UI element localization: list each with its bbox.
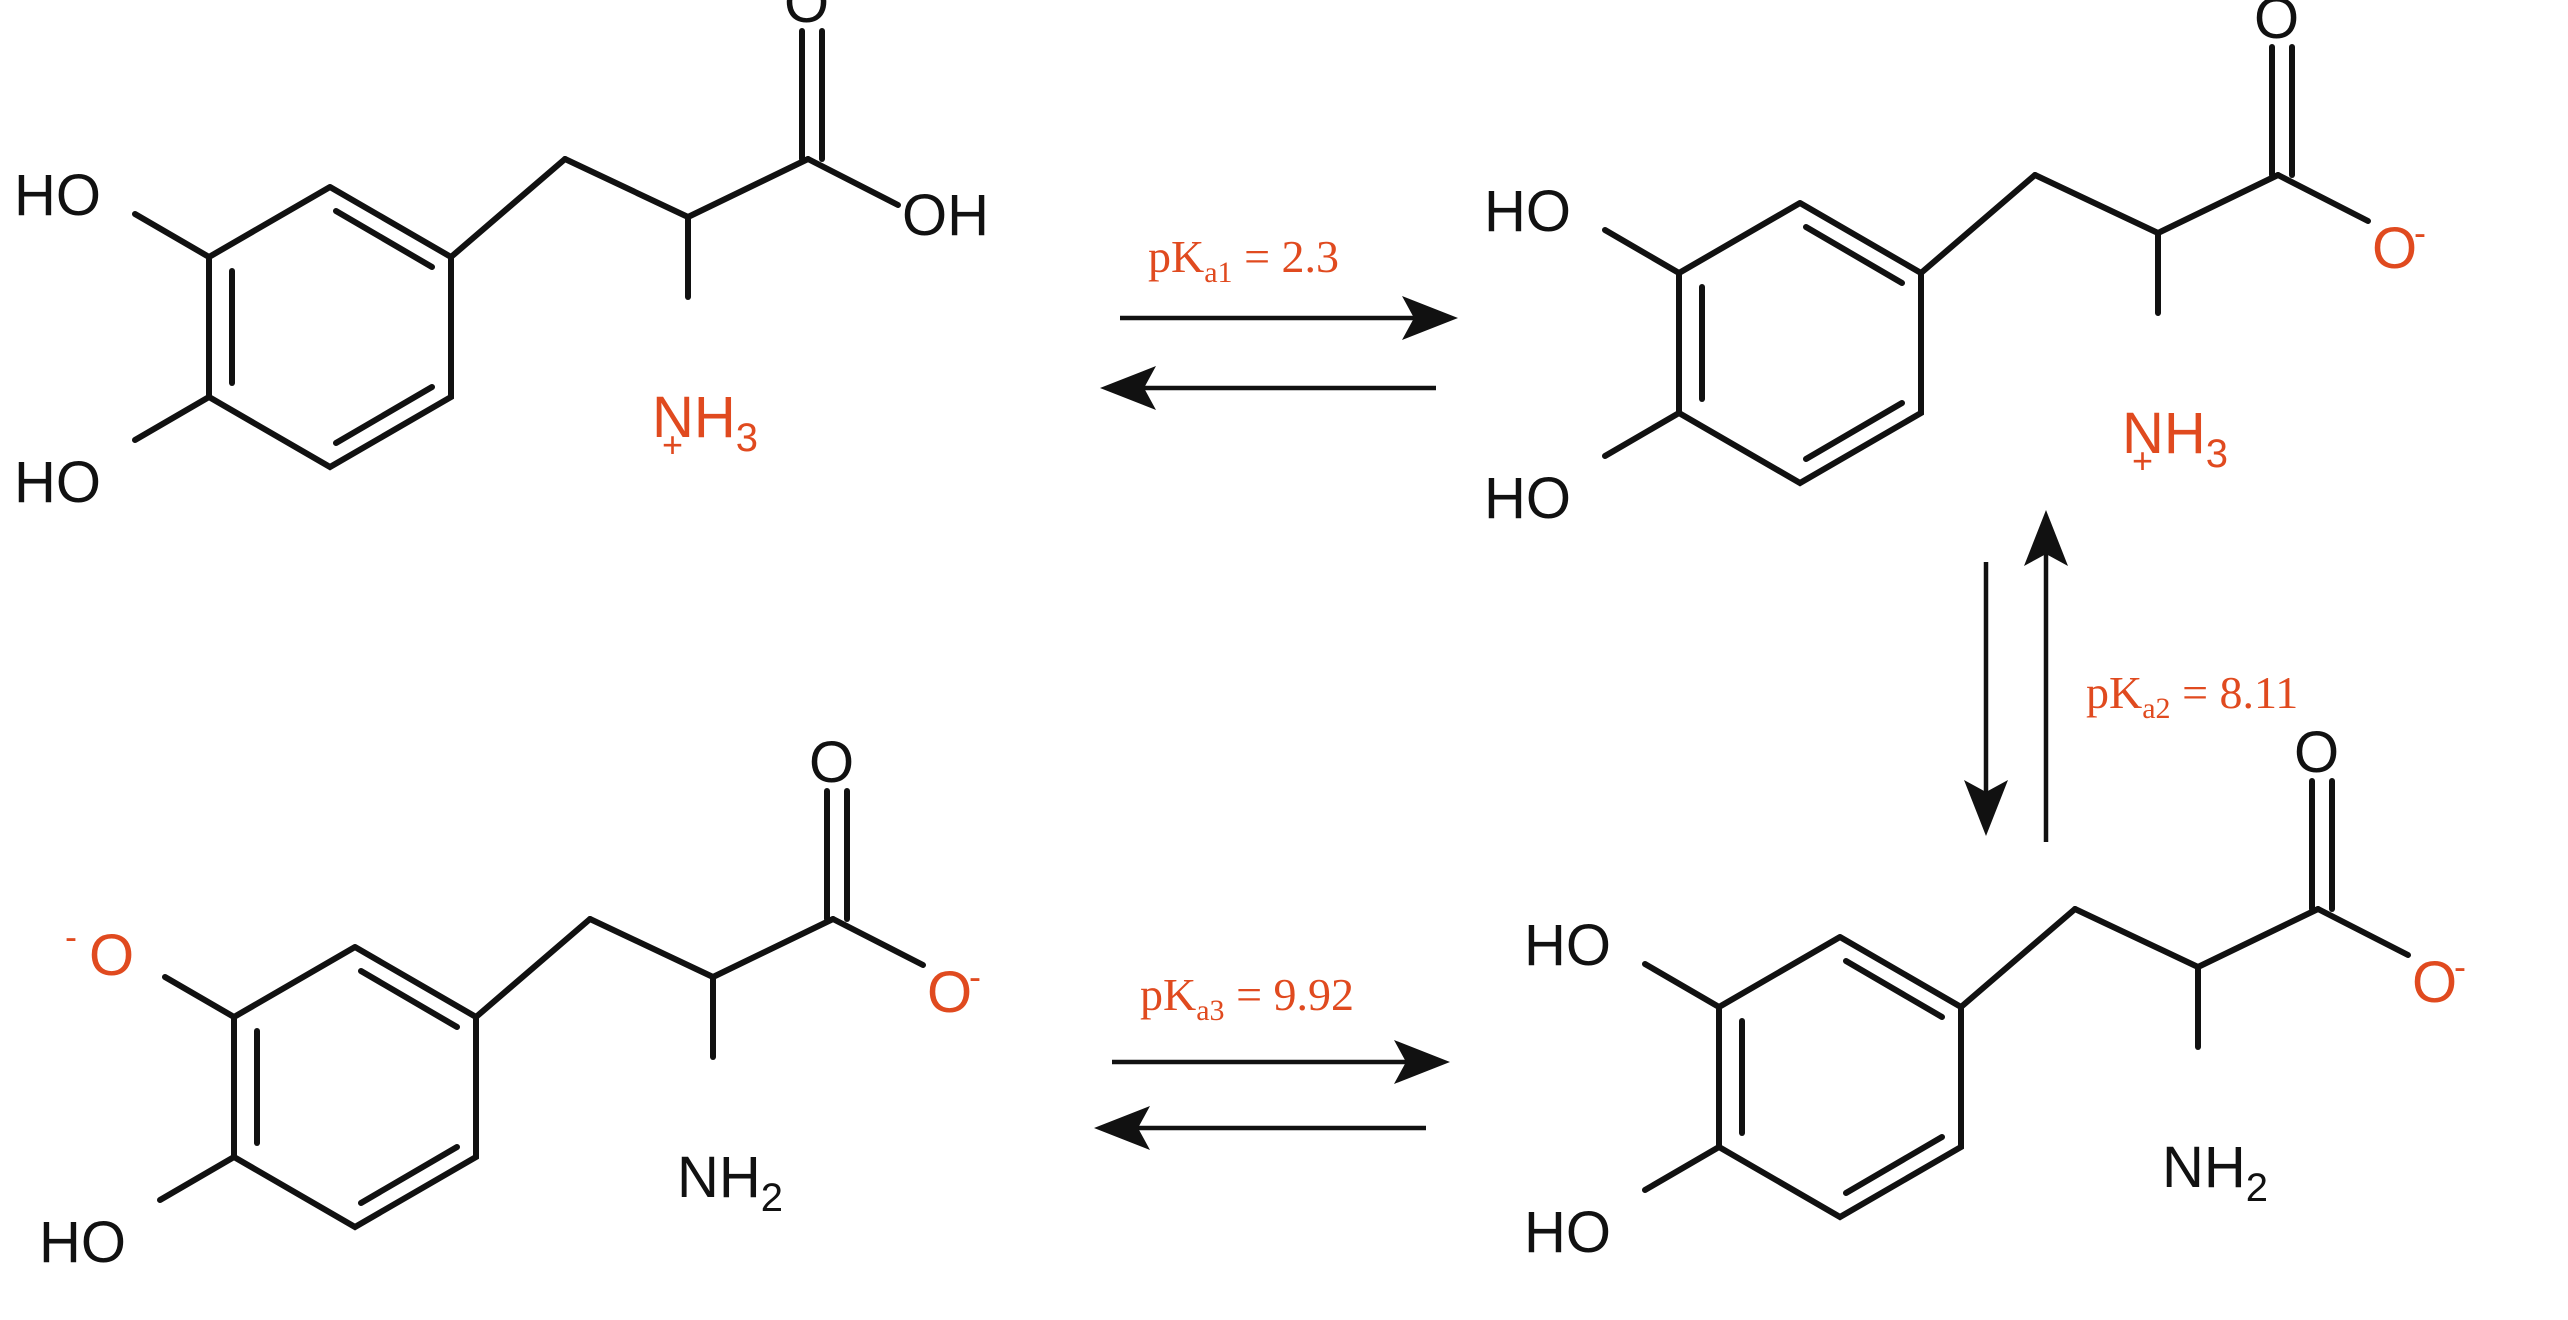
carbonyl-oxygen-label: O <box>2254 0 2299 51</box>
hydroxyl-bottom-label: HO <box>39 1210 126 1275</box>
phenoxide-oxygen-label: O <box>89 923 134 988</box>
carboxylate-oxygen-label: O <box>927 960 972 1025</box>
hydroxyl-top-label: HO <box>1484 179 1571 244</box>
pka3-label: pKa3 = 9.92 <box>1140 969 1354 1027</box>
hydroxyl-bottom-label: HO <box>1524 1200 1611 1265</box>
hydroxyl-top-label: HO <box>14 163 101 228</box>
carboxylic-oh-label: OH <box>902 183 989 248</box>
carbonyl-oxygen-label: O <box>2294 720 2339 785</box>
equilibrium-arrows-1: pKa1 = 2.3 <box>1100 231 1458 410</box>
carboxylate-charge: - <box>2414 212 2426 253</box>
carbonyl-oxygen-label: O <box>809 730 854 795</box>
molecule-cationic: HO HO O OH NH3 + <box>14 0 989 515</box>
pka2-label: pKa2 = 8.11 <box>2086 667 2298 725</box>
carboxylate-charge: - <box>2454 946 2466 987</box>
molecule-anion: HO HO O O - NH2 <box>1524 720 2466 1265</box>
amine-label: NH2 <box>677 1145 783 1220</box>
molecule-dianion: - O HO O O - NH2 <box>39 730 981 1275</box>
carbonyl-oxygen-label: O <box>784 0 829 35</box>
ammonium-charge: + <box>2132 440 2153 481</box>
pka1-label: pKa1 = 2.3 <box>1148 231 1339 289</box>
carboxylate-oxygen-label: O <box>2412 950 2457 1015</box>
equilibrium-arrows-2: pKa2 = 8.11 <box>1964 510 2298 842</box>
ammonium-charge: + <box>662 424 683 465</box>
hydroxyl-bottom-label: HO <box>1484 466 1571 531</box>
amine-label: NH2 <box>2162 1135 2268 1210</box>
hydroxyl-top-label: HO <box>1524 913 1611 978</box>
molecule-zwitterion: HO HO O O - NH3 + <box>1484 0 2426 531</box>
carboxylate-charge: - <box>969 956 981 997</box>
phenoxide-charge: - <box>65 916 77 957</box>
ammonium-label: NH3 <box>2122 401 2228 476</box>
hydroxyl-bottom-label: HO <box>14 450 101 515</box>
ammonium-label: NH3 <box>652 385 758 460</box>
equilibrium-arrows-3: pKa3 = 9.92 <box>1094 969 1450 1150</box>
carboxylate-oxygen-label: O <box>2372 216 2417 281</box>
